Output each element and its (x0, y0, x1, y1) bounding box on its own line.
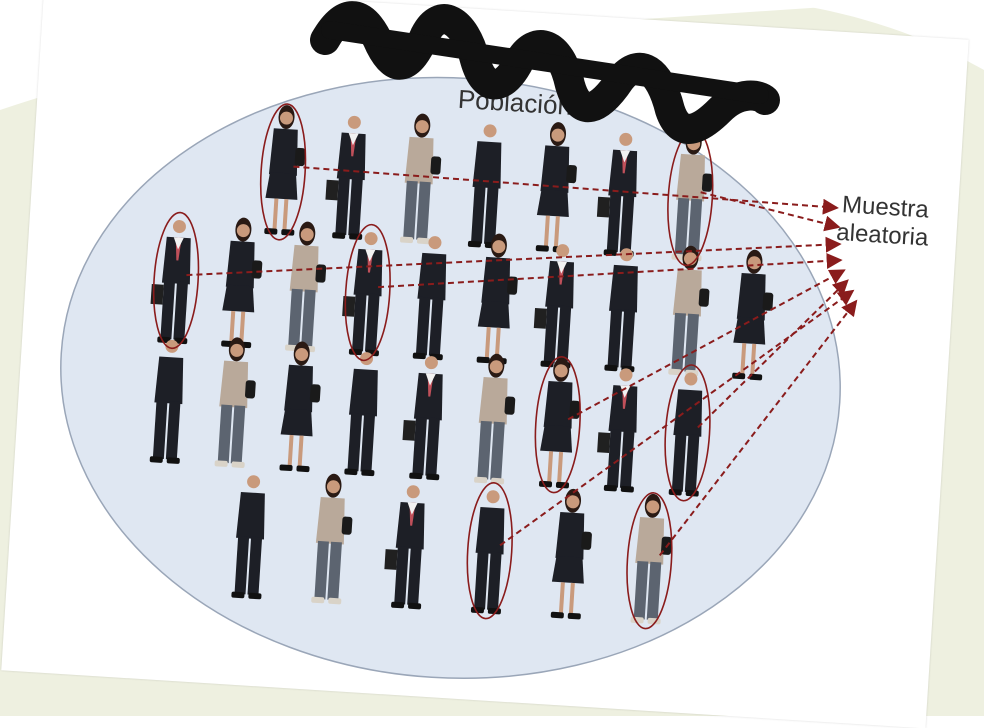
person-woman-casual (311, 473, 353, 605)
person-man-suit (597, 368, 638, 493)
person-man-dark (470, 490, 505, 615)
person-woman-suit (732, 249, 774, 381)
person-man-dark (604, 248, 638, 373)
person-woman-casual (214, 337, 256, 468)
person-woman-suit (550, 488, 592, 620)
selection-ellipse (259, 103, 307, 241)
selection-arrow (377, 252, 843, 289)
selection-arrow (697, 279, 849, 429)
selection-ellipse (534, 356, 581, 494)
person-man-suit (150, 220, 191, 345)
person-woman-casual (474, 353, 516, 485)
selection-ellipse (664, 364, 711, 502)
person-woman-casual (630, 493, 672, 625)
person-man-suit (384, 485, 425, 610)
person-man-dark (668, 372, 703, 497)
selection-ellipse (466, 482, 513, 620)
person-man-suit (533, 244, 574, 369)
person-woman-suit (476, 233, 518, 365)
person-woman-suit (538, 357, 581, 489)
person-woman-casual (668, 245, 710, 377)
selection-arrow (658, 299, 858, 556)
person-woman-suit (264, 105, 306, 236)
selection-arrow (293, 165, 839, 215)
person-man-dark (412, 236, 447, 361)
people-group (149, 105, 774, 625)
selection-ellipse (344, 223, 391, 362)
person-man-suit (402, 356, 443, 481)
selection-arrow (700, 191, 841, 232)
selection-ellipse (152, 211, 200, 350)
selection-ellipse (626, 492, 673, 630)
selection-arrow (499, 289, 855, 547)
person-man-dark (344, 352, 378, 477)
sample-label-line2: aleatoria (836, 219, 930, 252)
selection-arrow (186, 236, 842, 277)
person-man-dark (231, 475, 265, 600)
selection-arrow (567, 269, 846, 421)
selection-arrows (152, 103, 858, 630)
person-woman-suit (279, 341, 321, 473)
person-man-dark (149, 339, 184, 464)
sample-label-line1: Muestra (841, 191, 930, 223)
